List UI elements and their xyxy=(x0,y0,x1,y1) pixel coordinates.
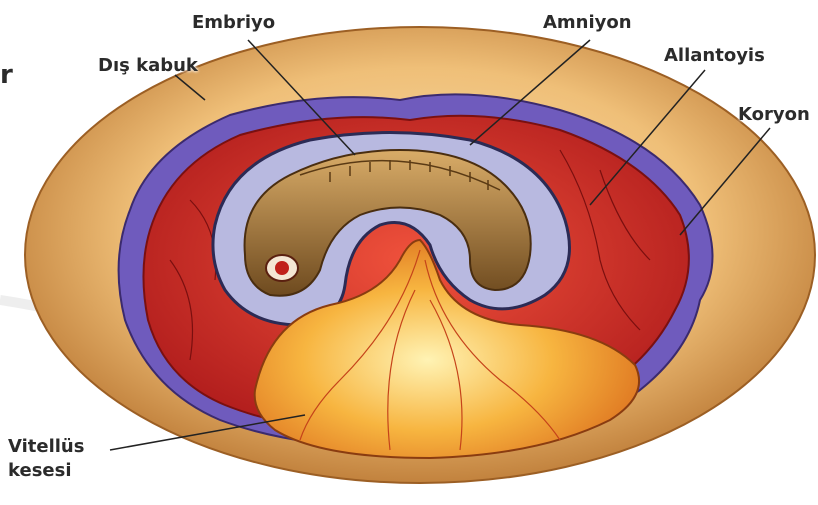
label-allantois: Allantoyis xyxy=(664,45,765,67)
label-embryo: Embriyo xyxy=(192,12,275,34)
edge-fragment-text: r xyxy=(0,64,13,86)
label-amnion: Amniyon xyxy=(543,12,632,34)
label-chorion: Koryon xyxy=(738,104,810,126)
label-yolk-sac-line1: Vitellüs xyxy=(8,436,84,458)
embryo-pupil xyxy=(275,261,289,275)
label-outer-shell: Dış kabuk xyxy=(98,55,198,77)
label-yolk-sac-line2: kesesi xyxy=(8,460,72,482)
